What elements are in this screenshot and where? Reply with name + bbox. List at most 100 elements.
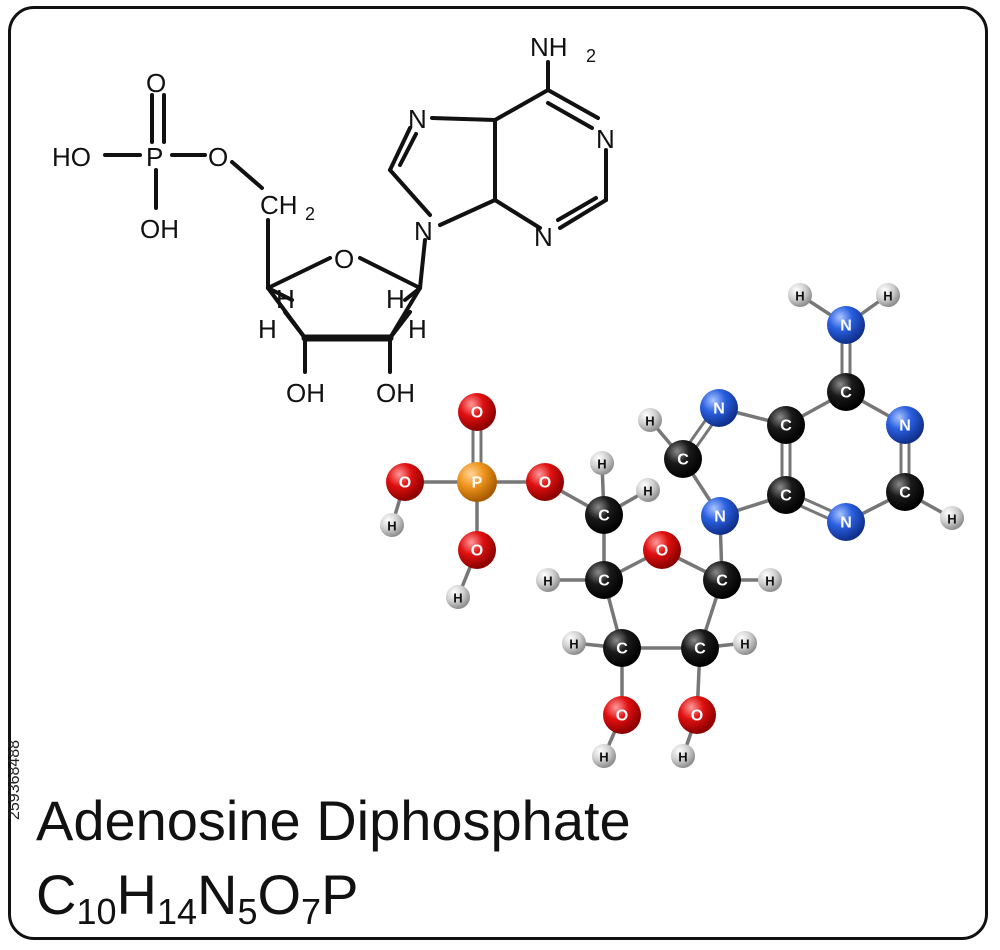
hydrogen-atom-ball [592,744,616,768]
oxygen-atom-ball [678,696,716,734]
carbon-atom: C [603,629,641,667]
carbon-atom-label: C [616,641,628,658]
nitrogen-atom: N [827,306,865,344]
label-ho: HO [52,142,91,172]
label-h-b: H [258,314,277,344]
nitrogen-atom-ball [886,406,924,444]
formula-subscript: 14 [156,891,197,932]
carbon-atom: C [767,476,805,514]
label-ch2-sub: 2 [305,204,315,224]
hydrogen-atom: H [446,585,470,609]
nitrogen-atom: N [701,497,739,535]
label-n1: N [596,124,615,154]
carbon-atom: C [767,406,805,444]
carbon-atom-ball [703,561,741,599]
nitrogen-atom-label: N [840,515,852,532]
nitrogen-atom-label: N [840,318,852,335]
phosphorus-atom-ball [457,462,497,502]
nitrogen-atom-ball [700,389,738,427]
carbon-atom-ball [886,473,924,511]
hydrogen-atom-ball [536,568,560,592]
carbon-atom-ball [767,476,805,514]
carbon-atom-label: C [677,452,689,469]
hydrogen-atom-label: H [645,414,654,429]
carbon-atom-ball [827,373,865,411]
hydrogen-atom: H [380,513,404,537]
hydrogen-atom-label: H [599,750,608,765]
oxygen-atom-ball [643,531,681,569]
oxygen-atom-label: O [471,543,483,560]
ball-stick-bonds [390,293,953,757]
carbon-atom-ball [767,406,805,444]
hydrogen-atom-label: H [597,457,606,472]
hydrogen-atom: H [758,568,782,592]
hydrogen-atom: H [536,568,560,592]
oxygen-atom: O [678,696,716,734]
oxygen-atom-label: O [616,708,628,725]
label-nh2: NH [530,32,568,62]
formula-element: H [116,863,157,926]
hydrogen-atom: H [733,631,757,655]
nitrogen-atom-ball [827,503,865,541]
carbon-atom-label: C [598,508,610,525]
label-ch2: CH [260,190,298,220]
hydrogen-atom: H [671,744,695,768]
carbon-atom-ball [585,496,623,534]
label-nh2-sub: 2 [586,46,596,66]
oxygen-atom: O [458,531,496,569]
hydrogen-atom-ball [876,283,900,307]
formula-subscript: 7 [301,891,322,932]
phosphorus-atom-label: P [472,475,483,492]
label-oh-phosphate: OH [140,214,179,244]
carbon-atom: C [681,629,719,667]
label-n3: N [534,222,553,252]
hydrogen-atom-ball [733,631,757,655]
oxygen-atom: O [458,393,496,431]
formula-subscript: 10 [76,891,117,932]
oxygen-atom: O [643,531,681,569]
formula-element: O [257,863,302,926]
oxygen-atom-label: O [691,708,703,725]
hydrogen-atom-ball [636,478,660,502]
hydrogen-atom-ball [562,631,586,655]
formula-element: C [36,863,77,926]
compound-name: Adenosine Diphosphate [36,789,631,852]
label-oh-right: OH [376,378,415,408]
nitrogen-atom-label: N [713,401,725,418]
hydrogen-atom-ball [788,283,812,307]
nitrogen-atom-label: N [899,418,911,435]
label-h-d: H [408,314,427,344]
carbon-atom-label: C [899,485,911,502]
oxygen-atom: O [603,696,641,734]
hydrogen-atom: H [636,478,660,502]
carbon-atom-ball [603,629,641,667]
oxygen-atom-label: O [399,475,411,492]
hydrogen-atom-ball [638,408,662,432]
hydrogen-atom-label: H [569,637,578,652]
label-h-a: H [276,284,295,314]
hydrogen-atom: H [788,283,812,307]
carbon-atom: C [585,496,623,534]
hydrogen-atom-ball [671,744,695,768]
label-o-link: O [208,142,228,172]
oxygen-atom-label: O [539,475,551,492]
hydrogen-atom-label: H [765,574,774,589]
formula-subscript: 5 [237,891,258,932]
hydrogen-atom-ball [380,513,404,537]
carbon-atom-label: C [716,573,728,590]
nitrogen-atom-ball [701,497,739,535]
hydrogen-atom: H [592,744,616,768]
carbon-atom-ball [681,629,719,667]
carbon-atom: C [827,373,865,411]
carbon-atom-label: C [780,418,792,435]
label-n7: N [408,104,427,134]
hydrogen-atom-ball [446,585,470,609]
label-ring-o: O [334,244,354,274]
formula-element: N [197,863,238,926]
hydrogen-atom-label: H [387,519,396,534]
hydrogen-atom-label: H [795,289,804,304]
hydrogen-atom-ball [940,506,964,530]
nitrogen-atom-ball [827,306,865,344]
